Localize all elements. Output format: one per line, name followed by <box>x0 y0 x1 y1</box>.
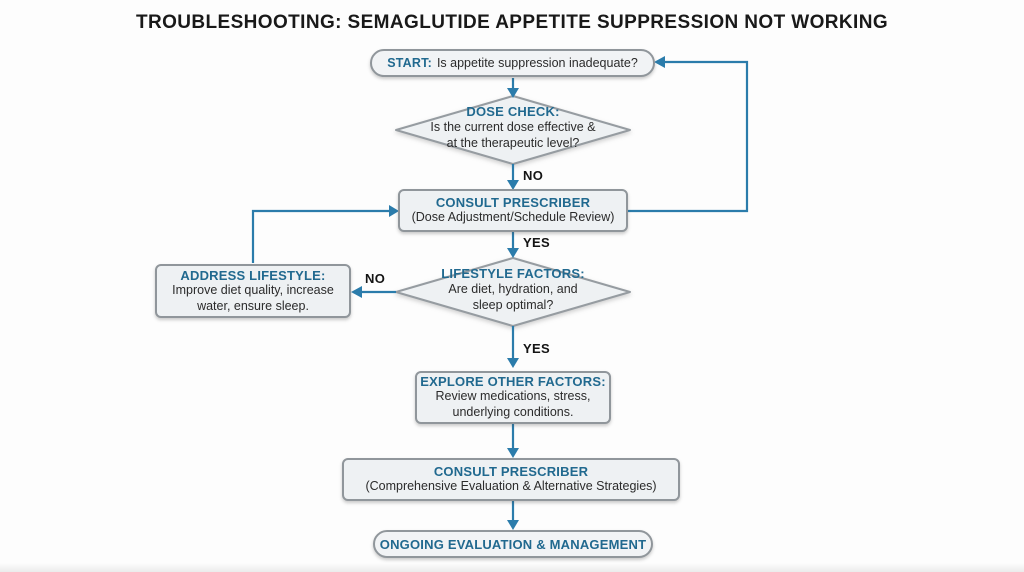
edge-label-dose-yes: YES <box>523 235 550 250</box>
explore-label: EXPLORE OTHER FACTORS: <box>420 374 606 390</box>
edge-label-lifestyle-no: NO <box>365 271 386 286</box>
loop-address-to-consult1 <box>251 209 389 263</box>
address-line1: Improve diet quality, increase <box>172 282 334 297</box>
start-question: Is appetite suppression inadequate? <box>436 56 638 70</box>
arrowhead-left-no <box>351 286 362 298</box>
lifestyle-factors-diamond-shape <box>395 257 631 327</box>
arrowhead-down-4 <box>507 358 519 368</box>
arrowhead-down-5 <box>507 448 519 458</box>
node-address-lifestyle: ADDRESS LIFESTYLE: Improve diet quality,… <box>155 264 351 318</box>
ongoing-label: ONGOING EVALUATION & MANAGEMENT <box>379 536 647 552</box>
edge-label-lifestyle-yes: YES <box>523 341 550 356</box>
node-explore-other-factors: EXPLORE OTHER FACTORS: Review medication… <box>415 371 611 424</box>
arrowhead-right-loop <box>389 205 399 217</box>
node-consult-prescriber-comprehensive: CONSULT PRESCRIBER (Comprehensive Evalua… <box>342 458 680 501</box>
consult2-subtitle: (Comprehensive Evaluation & Alternative … <box>365 479 657 494</box>
arrowhead-down-2 <box>507 180 519 190</box>
edge-label-dose-no: NO <box>523 168 544 183</box>
bottom-shade <box>0 563 1024 572</box>
node-ongoing-management: ONGOING EVALUATION & MANAGEMENT <box>373 530 653 558</box>
consult2-label: CONSULT PRESCRIBER <box>433 464 589 480</box>
arrowhead-down-6 <box>507 520 519 530</box>
loop-consult1-to-start <box>628 60 749 213</box>
consult1-subtitle: (Dose Adjustment/Schedule Review) <box>411 210 615 225</box>
arrowhead-left-loop <box>654 56 665 68</box>
node-consult-prescriber-dose: CONSULT PRESCRIBER (Dose Adjustment/Sche… <box>398 189 628 232</box>
address-label: ADDRESS LIFESTYLE: <box>180 267 326 283</box>
page-title: TROUBLESHOOTING: SEMAGLUTIDE APPETITE SU… <box>135 12 889 33</box>
start-label: START: <box>387 56 432 70</box>
address-line2: water, ensure sleep. <box>197 298 309 313</box>
start-text: START: Is appetite suppression inadequate… <box>387 56 638 70</box>
arrowhead-down-1 <box>507 88 519 98</box>
explore-line2: underlying conditions. <box>452 405 574 419</box>
consult1-label: CONSULT PRESCRIBER <box>435 195 591 211</box>
explore-line1: Review medications, stress, <box>435 389 591 404</box>
node-start: START: Is appetite suppression inadequate… <box>370 49 655 77</box>
dose-check-diamond-shape <box>395 95 631 165</box>
arrowhead-down-3 <box>507 248 519 258</box>
